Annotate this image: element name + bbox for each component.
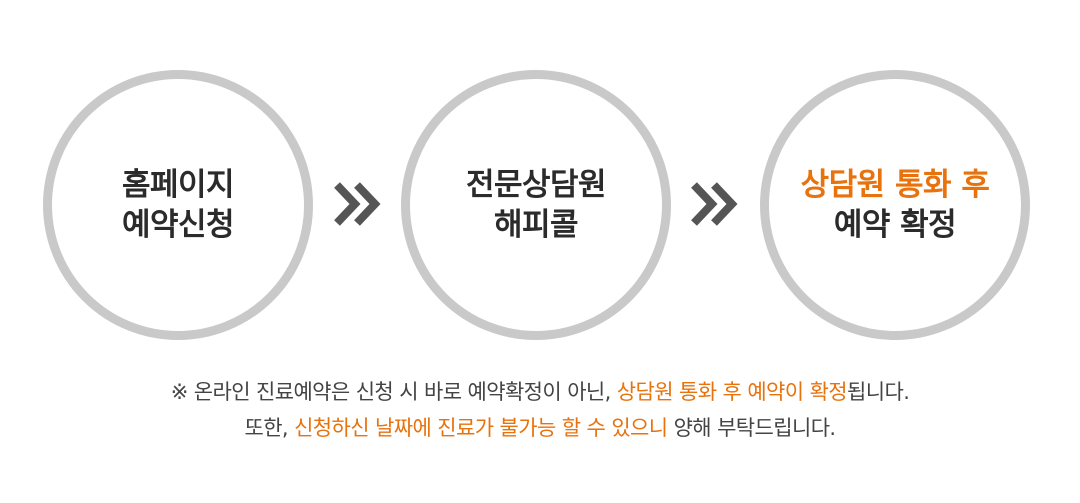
- step-2-title: 전문상담원: [465, 167, 607, 203]
- notice-line-1-end: 됩니다.: [847, 380, 910, 404]
- notice-line-1-highlight: 상담원 통화 후 예약이 확정: [616, 380, 848, 404]
- notice-line-1-text: ※ 온라인 진료예약은 신청 시 바로 예약확정이 아닌,: [170, 380, 617, 404]
- notice-line-2-text: 또한,: [244, 416, 295, 440]
- notice-line-1: ※ 온라인 진료예약은 신청 시 바로 예약확정이 아닌, 상담원 통화 후 예…: [0, 377, 1080, 407]
- double-chevron-right-icon: [334, 182, 381, 226]
- step-1-subtitle: 예약신청: [121, 207, 235, 243]
- double-chevron-right-icon: [691, 182, 738, 226]
- step-counselor-happy-call: 전문상담원 해피콜: [401, 70, 671, 340]
- step-2-subtitle: 해피콜: [493, 207, 579, 243]
- step-3-title: 상담원 통화 후: [800, 167, 990, 203]
- step-1-title: 홈페이지: [121, 167, 235, 203]
- step-homepage-request: 홈페이지 예약신청: [43, 70, 313, 340]
- notice-line-2-end: 양해 부탁드립니다.: [667, 416, 837, 440]
- step-3-subtitle: 예약 확정: [833, 207, 957, 243]
- notice-line-2-highlight: 신청하신 날짜에 진료가 불가능 할 수 있으니: [294, 416, 668, 440]
- notice-line-2: 또한, 신청하신 날짜에 진료가 불가능 할 수 있으니 양해 부탁드립니다.: [0, 413, 1080, 443]
- step-reservation-confirmed: 상담원 통화 후 예약 확정: [760, 70, 1030, 340]
